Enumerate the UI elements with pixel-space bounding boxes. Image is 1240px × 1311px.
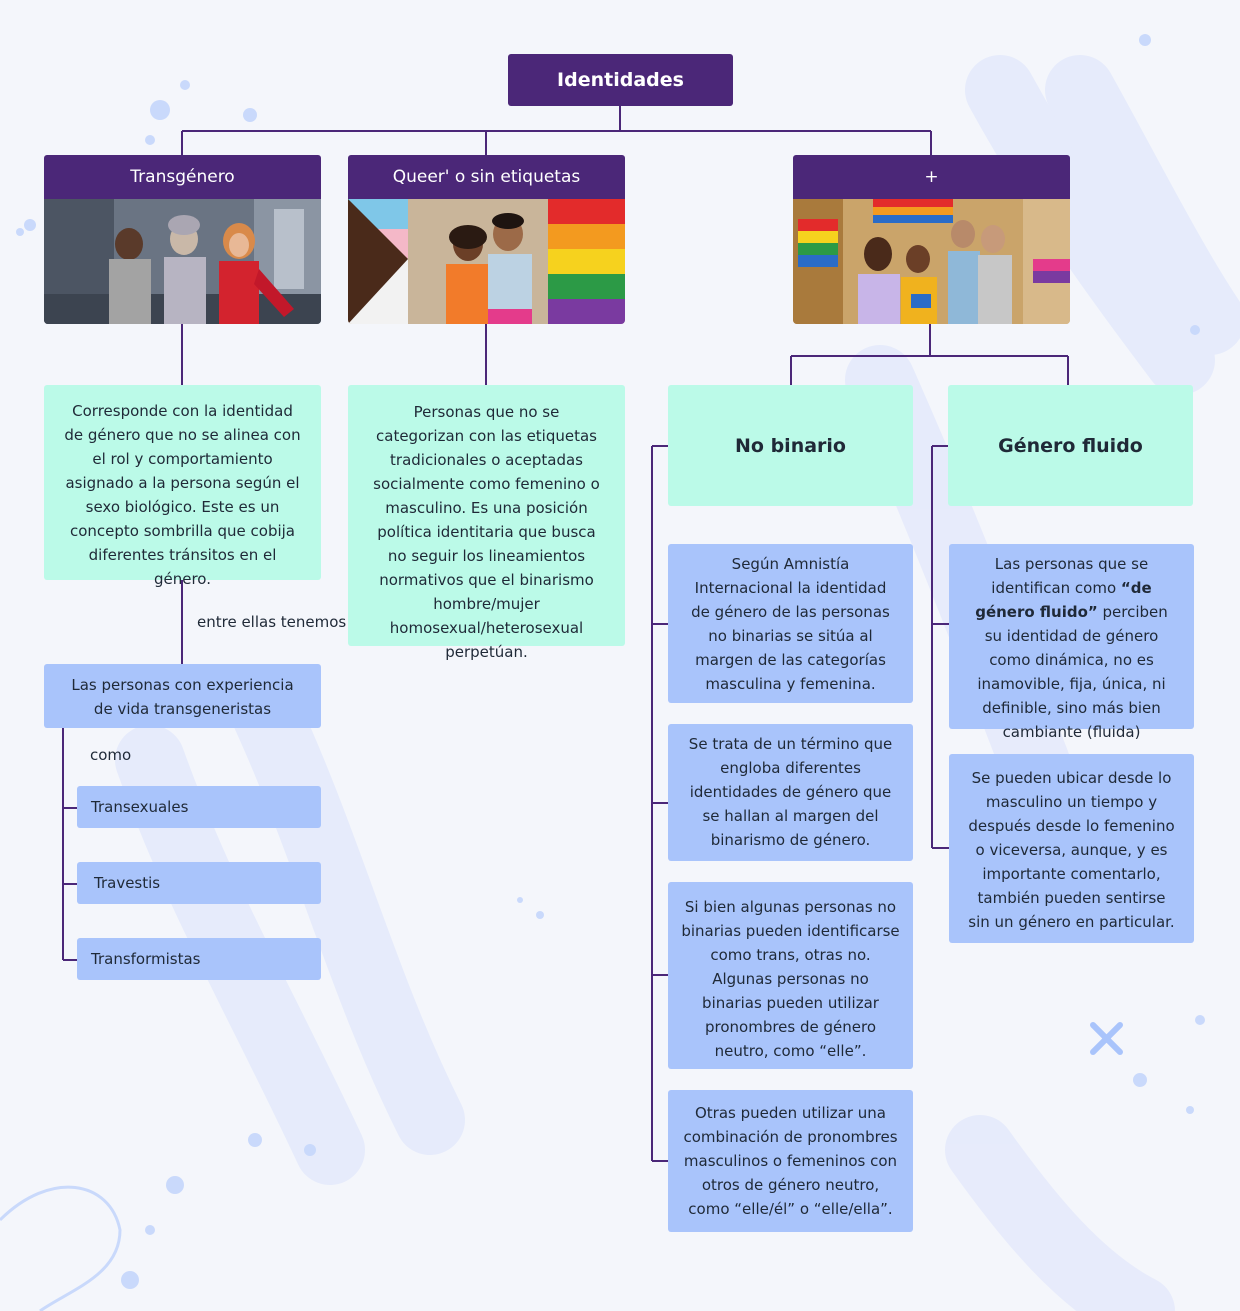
genero-fluido-item-1-text-post: perciben su identidad de género como din…	[977, 603, 1168, 741]
category-card-plus: +	[793, 155, 1070, 199]
genero-fluido-item-2: Se pueden ubicar desde lo masculino un t…	[949, 754, 1194, 943]
photo-plus	[793, 199, 1070, 324]
experience-box: Las personas con experiencia de vida tra…	[44, 664, 321, 728]
genero-fluido-item-1-text-pre: Las personas que se identifican como	[991, 555, 1149, 597]
no-binario-item-2: Se trata de un término que engloba difer…	[668, 724, 913, 861]
genero-fluido-item-1: Las personas que se identifican como “de…	[949, 544, 1194, 741]
no-binario-title: No binario	[668, 385, 913, 506]
photo-queer	[348, 199, 625, 324]
no-binario-item-3: Si bien algunas personas no binarias pue…	[668, 882, 913, 1069]
type-transformistas: Transformistas	[77, 938, 321, 980]
connector-label-entre-ellas: entre ellas tenemos	[197, 613, 347, 631]
genero-fluido-title: Género fluido	[948, 385, 1193, 506]
queer-description: Personas que no se categorizan con las e…	[348, 385, 625, 661]
photo-transgenero	[44, 199, 321, 324]
category-title-queer: Queer' o sin etiquetas	[348, 155, 625, 199]
no-binario-item-1: Según Amnistía Internacional la identida…	[668, 544, 913, 703]
transgenero-description: Corresponde con la identidad de género q…	[44, 385, 321, 588]
category-card-queer: Queer' o sin etiquetas	[348, 155, 625, 199]
category-title-transgenero: Transgénero	[44, 155, 321, 199]
type-travestis: Travestis	[77, 862, 321, 904]
category-title-plus: +	[793, 155, 1070, 199]
type-transexuales: Transexuales	[77, 786, 321, 828]
no-binario-item-4: Otras pueden utilizar una combinación de…	[668, 1090, 913, 1232]
connector-label-como: como	[90, 746, 132, 764]
category-card-transgenero: Transgénero	[44, 155, 321, 199]
genero-fluido-item-1-text-bold: “de género fluido”	[975, 579, 1152, 621]
root-node-identidades: Identidades	[508, 54, 733, 106]
